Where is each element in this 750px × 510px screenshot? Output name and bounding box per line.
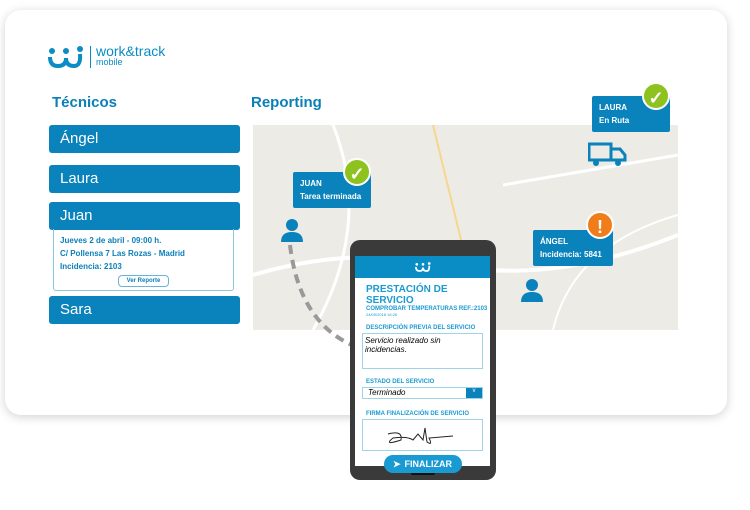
state-select[interactable]: Terminado v (362, 387, 483, 399)
pin-status: En Ruta (599, 116, 630, 125)
check-icon: ✓ (343, 158, 371, 186)
pin-name: LAURA (599, 103, 627, 112)
pin-status: Incidencia: 5841 (540, 250, 602, 259)
exclamation-icon: ! (586, 211, 614, 239)
signature-label: FIRMA FINALIZACIÓN DE SERVICIO (366, 411, 470, 417)
desc-label: DESCRIPCIÓN PREVIA DEL SERVICIO (366, 325, 476, 331)
pin-status: Tarea terminada (300, 192, 362, 201)
signature-drawing (387, 427, 454, 444)
truck-icon (588, 142, 627, 166)
brand-name: work&track (96, 43, 166, 59)
pin-name: JUAN (300, 179, 322, 188)
finish-button[interactable]: ➤FINALIZAR (383, 455, 462, 473)
reporting-title: Reporting (251, 94, 322, 111)
signature-pad[interactable] (362, 419, 483, 451)
technicians-title: Técnicos (52, 94, 118, 111)
state-label: ESTADO DEL SERVICIO (366, 379, 435, 385)
view-report-button[interactable]: Ver Reporte (118, 275, 169, 287)
tech-item-laura[interactable]: Laura (49, 165, 240, 193)
person-icon (521, 279, 543, 302)
detail-date: Jueves 2 de abril - 09:00 h. (60, 236, 162, 245)
state-value: Terminado (368, 388, 406, 397)
tech-detail: Jueves 2 de abril - 09:00 h. C/ Pollensa… (53, 229, 234, 291)
tech-item-angel[interactable]: Ángel (49, 125, 240, 153)
finish-label: FINALIZAR (404, 459, 453, 469)
check-icon: ✓ (642, 82, 670, 110)
logo-icon (414, 262, 431, 272)
brand-sub: mobile (96, 57, 123, 67)
detail-incident: Incidencia: 2103 (60, 262, 122, 271)
send-icon: ➤ (392, 458, 401, 469)
chevron-down-icon[interactable]: v (466, 388, 482, 398)
tech-item-sara[interactable]: Sara (49, 296, 240, 324)
detail-address: C/ Pollensa 7 Las Rozas - Madrid (60, 249, 185, 258)
pin-laura[interactable]: LAURA En Ruta (592, 96, 670, 132)
form-title: PRESTACIÓN DE SERVICIO (366, 284, 448, 306)
description-textarea[interactable]: Servicio realizado sin incidencias. (362, 333, 483, 369)
person-icon (281, 219, 303, 242)
phone-screen: PRESTACIÓN DE SERVICIO COMPROBAR TEMPERA… (355, 256, 490, 473)
pin-name: ÁNGEL (540, 237, 568, 246)
form-timestamp: 24/05/2018 16:26 (366, 312, 398, 317)
tech-item-juan[interactable]: Juan (49, 202, 240, 230)
form-subtitle: COMPROBAR TEMPERATURAS REF.:2103 (366, 306, 488, 312)
logo-icon (48, 46, 83, 68)
